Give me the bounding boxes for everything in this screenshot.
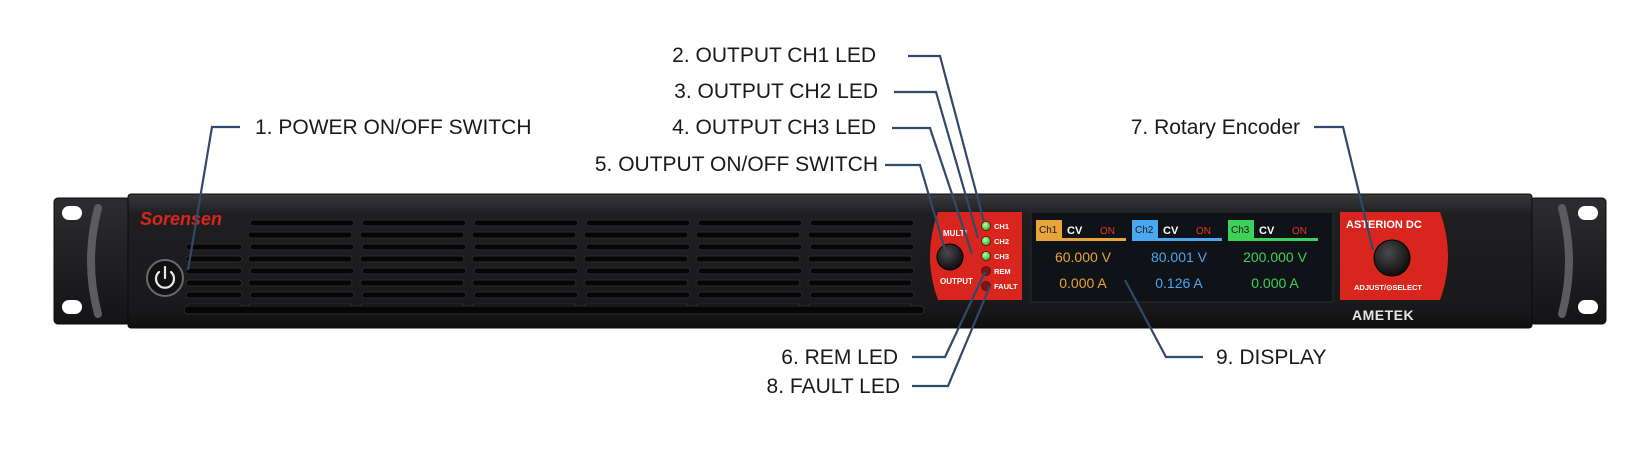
led-label: CH2 [994,237,1009,246]
channel-voltage: 60.000 V [1055,249,1112,265]
vent-segment [359,219,467,311]
display-channel: Ch2 CV ON 80.001 V 0.126 A [1132,220,1222,291]
right-rack-ear [1529,197,1607,325]
left-rack-ear [53,197,131,325]
led-label: FAULT [994,282,1018,291]
leader-3 [894,90,980,239]
rotary-encoder[interactable] [1373,239,1411,277]
channel-tag: Ch2 [1135,225,1154,236]
channel-mode: CV [1067,225,1083,237]
model-label: ASTERION DC [1346,219,1422,231]
channel-tag-bg [1228,220,1254,238]
leader-8 [912,285,992,388]
leader-7 [1314,125,1375,251]
vent-slot [185,243,243,251]
display-channel: Ch1 CV ON 60.000 V 0.000 A [1036,220,1126,291]
leader-2 [908,54,986,223]
callout-ch1-led: 2. OUTPUT CH1 LED [672,44,876,67]
led-label: REM [994,267,1011,276]
channel-mode: CV [1163,225,1179,237]
led-ch2 [981,236,991,246]
callout-rem-led: 6. REM LED [781,346,898,369]
output-on-off-switch[interactable] [936,243,964,271]
vent-slot [183,305,925,315]
display: Ch1 CV ON 60.000 V 0.000 A Ch2 CV ON 80.001 V 0.1… [1030,211,1334,303]
vent-grille [183,219,925,315]
power-switch[interactable] [146,259,184,297]
callout-ch2-led: 3. OUTPUT CH2 LED [674,80,878,103]
channel-underline [1132,238,1222,241]
channel-state: ON [1196,226,1211,237]
leader-9 [1124,279,1203,359]
channel-current: 0.000 A [1251,275,1299,291]
callout-output-switch: 5. OUTPUT ON/OFF SWITCH [594,153,878,176]
vent-slot [185,267,243,275]
leader-5 [885,163,947,251]
channel-tag: Ch3 [1231,225,1250,236]
channel-state: ON [1292,226,1307,237]
callout-ch3-led: 4. OUTPUT CH3 LED [672,116,876,139]
brand-logo: Sorensen [140,209,222,229]
callout-rotary-encoder: 7. Rotary Encoder [1130,116,1300,139]
vent-segment [807,219,915,311]
display-channel: Ch3 CV ON 200.000 V 0.000 A [1228,220,1318,291]
multi-label: MULTI [943,229,967,238]
channel-underline [1228,238,1318,241]
vent-slot [185,255,243,263]
leader-lines [186,54,1375,388]
channel-current: 0.126 A [1155,275,1203,291]
callout-fault-led: 8. FAULT LED [766,375,900,398]
leader-4 [892,126,974,255]
adjust-select-label: ADJUST/⊙SELECT [1354,283,1422,292]
channel-tag-bg [1036,220,1062,238]
ametek-logo: AMETEK [1352,307,1414,323]
power-icon [154,265,176,289]
channel-state: ON [1100,226,1115,237]
output-label: OUTPUT [940,277,973,286]
vent-slot [185,279,243,287]
callout-power-switch: 1. POWER ON/OFF SWITCH [255,116,532,139]
callout-display: 9. DISPLAY [1216,346,1327,369]
channel-current: 0.000 A [1059,275,1107,291]
channel-voltage: 200.000 V [1243,249,1307,265]
channel-tag-bg [1132,220,1158,238]
led-ch3 [981,251,991,261]
channel-voltage: 80.001 V [1151,249,1208,265]
led-label: CH3 [994,252,1009,261]
channel-tag: Ch1 [1039,225,1058,236]
leader-1 [186,125,240,271]
led-label: CH1 [994,222,1009,231]
encoder-panel: ASTERION DC ADJUST/⊙SELECT [1340,212,1448,300]
channel-mode: CV [1259,225,1275,237]
led-ch1 [981,221,991,231]
leader-6 [912,271,986,359]
channel-underline [1036,238,1126,241]
vent-slot [185,291,243,299]
